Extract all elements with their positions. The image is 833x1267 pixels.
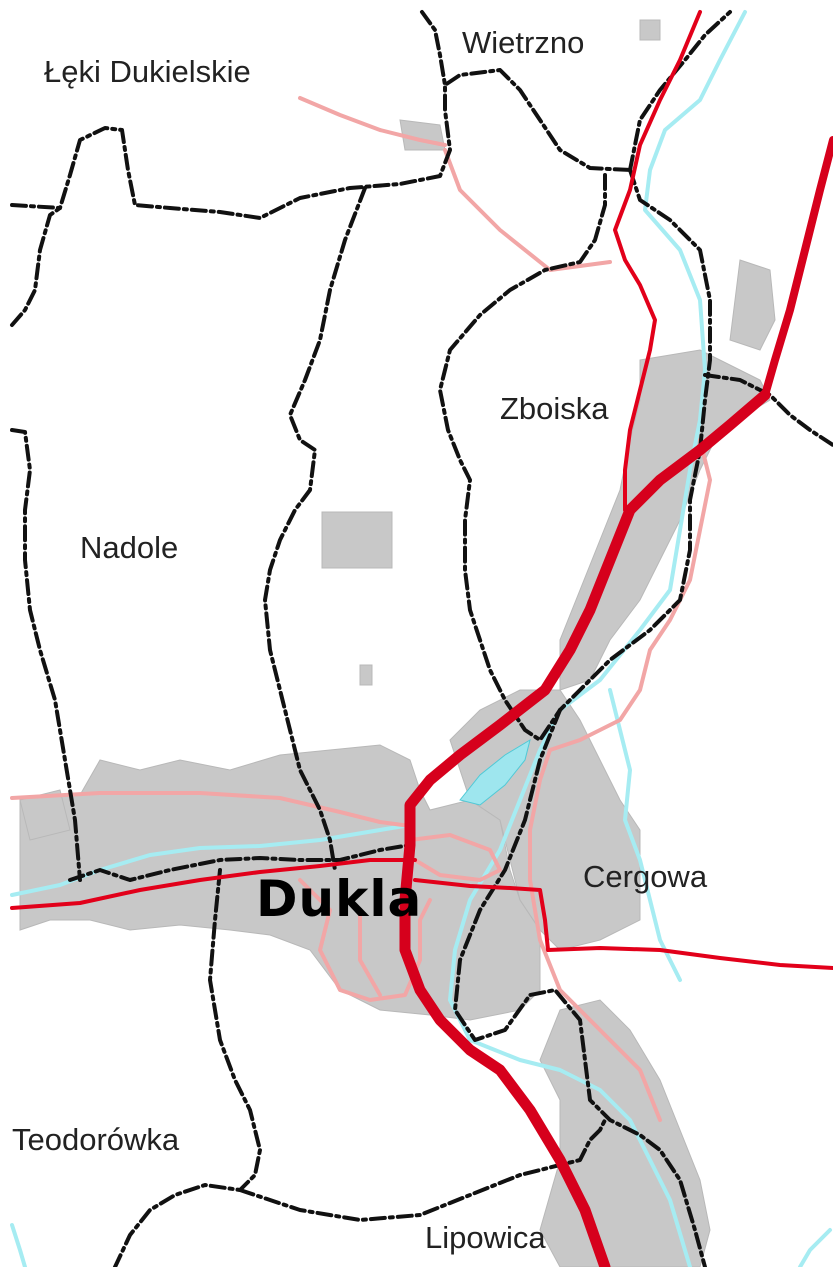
secondary-roads xyxy=(10,10,833,970)
main-road-east-branch xyxy=(761,136,833,399)
local-road-dukla-ring xyxy=(408,833,502,882)
secondary-road-west xyxy=(10,858,417,910)
boundary-south-middle xyxy=(68,843,412,882)
boundary-cergowa-river xyxy=(453,708,707,1267)
built-up-area-field xyxy=(321,511,393,569)
label-zboiska: Zboiska xyxy=(500,391,609,426)
local-road-leki xyxy=(298,96,447,147)
local-road-north xyxy=(443,148,612,272)
boundary-west-edge xyxy=(10,206,62,327)
label-wietrzno: Wietrzno xyxy=(462,25,585,60)
boundary-zboiska-east xyxy=(703,373,833,447)
built-up-area-dukla-east xyxy=(449,689,641,951)
label-leki-dukielskie: Łęki Dukielskie xyxy=(44,54,251,89)
boundary-lipowica xyxy=(238,1118,607,1222)
water-bodies xyxy=(459,738,531,806)
secondary-road-north xyxy=(613,10,702,512)
boundary-zboiska-west xyxy=(438,173,607,742)
built-up-area-small-4 xyxy=(19,789,71,841)
pond xyxy=(459,738,531,806)
main-roads xyxy=(399,136,833,1267)
built-up-area-small-3 xyxy=(639,19,661,41)
river-tributary-east xyxy=(608,688,682,982)
main-road-dk19 xyxy=(399,389,771,1267)
boundary-teodorowka xyxy=(113,868,262,1267)
built-up-areas xyxy=(19,19,776,1267)
secondary-road-east xyxy=(413,878,833,970)
river-stream-left xyxy=(10,1223,27,1267)
local-road-dukla-south-loop xyxy=(298,878,432,1002)
built-up-area-north xyxy=(729,259,776,351)
boundary-nadole-east xyxy=(263,186,367,872)
label-lipowica: Lipowica xyxy=(425,1220,546,1255)
local-road-dukla-sw xyxy=(358,908,382,997)
river-tributary-south xyxy=(798,1228,832,1267)
label-teodorowka: Teodorówka xyxy=(12,1122,180,1157)
label-dukla: Dukla xyxy=(256,870,423,928)
boundary-wietrzno-north xyxy=(420,10,447,87)
local-road-main-west xyxy=(10,791,412,828)
boundary-nadole-west xyxy=(10,428,82,882)
local-road-east xyxy=(528,438,712,1122)
boundary-north-ridge xyxy=(10,68,632,220)
built-up-area-south xyxy=(539,999,711,1267)
label-nadole: Nadole xyxy=(80,530,179,565)
boundaries xyxy=(10,10,833,1267)
built-up-area-small-1 xyxy=(359,664,373,686)
local-roads xyxy=(10,96,712,1122)
label-cergowa: Cergowa xyxy=(583,859,708,894)
